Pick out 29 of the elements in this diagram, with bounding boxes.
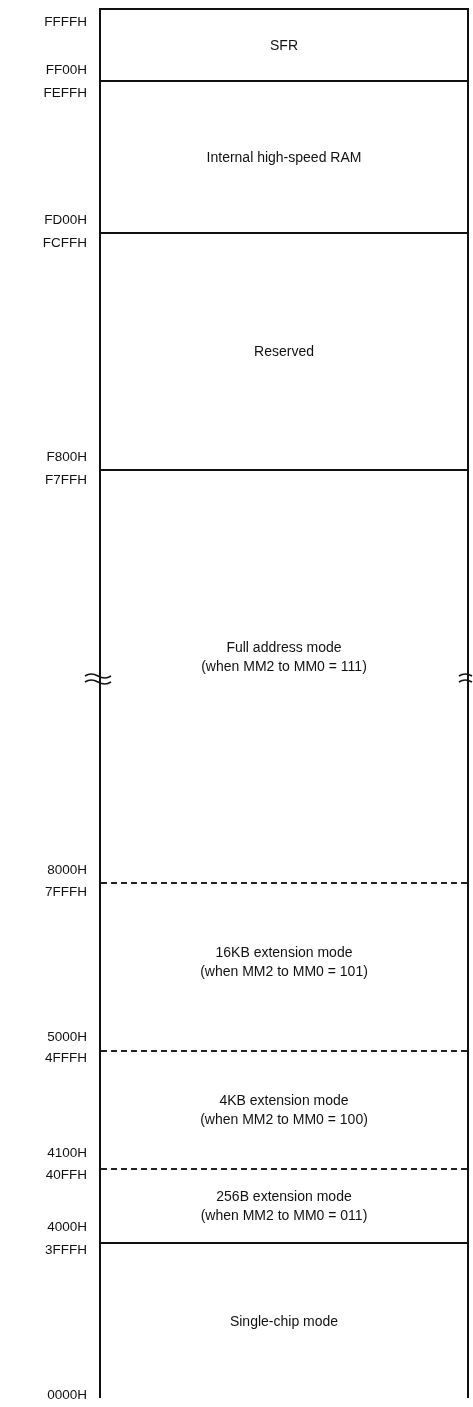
region-name: 16KB extension mode bbox=[215, 943, 353, 962]
address-label: 4FFFH bbox=[45, 1050, 87, 1066]
address-label: 4100H bbox=[47, 1145, 87, 1161]
region-name: Single-chip mode bbox=[229, 1311, 339, 1331]
address-label: 7FFFH bbox=[45, 884, 87, 900]
address-label: FFFFH bbox=[44, 14, 87, 30]
mode-condition: (when MM2 to MM0 = 111) bbox=[201, 656, 367, 676]
address-label: 4000H bbox=[47, 1219, 87, 1235]
address-label: 5000H bbox=[47, 1029, 87, 1045]
region-name: Full address mode bbox=[226, 637, 342, 657]
address-label: F7FFH bbox=[45, 472, 87, 488]
mode-condition: (when MM2 to MM0 = 100) bbox=[200, 1110, 368, 1129]
region-name: Reserved bbox=[254, 342, 314, 361]
memory-region bbox=[101, 1242, 467, 1398]
address-label: FF00H bbox=[45, 62, 87, 78]
region-name: 256B extension mode bbox=[216, 1187, 352, 1206]
mode-condition: (when MM2 to MM0 = 101) bbox=[200, 962, 368, 981]
address-label: FCFFH bbox=[42, 235, 87, 251]
address-label: 8000H bbox=[47, 862, 87, 878]
region-name: 4KB extension mode bbox=[219, 1091, 349, 1110]
region-name: SFR bbox=[270, 35, 298, 55]
address-label: 0000H bbox=[47, 1387, 87, 1403]
address-label: F800H bbox=[46, 449, 87, 465]
region-name: Internal high-speed RAM bbox=[206, 147, 362, 167]
address-label: 40FFH bbox=[45, 1167, 87, 1183]
address-label: FD00H bbox=[44, 212, 87, 228]
mode-condition: (when MM2 to MM0 = 011) bbox=[200, 1206, 368, 1225]
address-label: FEFFH bbox=[43, 85, 87, 101]
address-label: 3FFFH bbox=[45, 1242, 87, 1258]
